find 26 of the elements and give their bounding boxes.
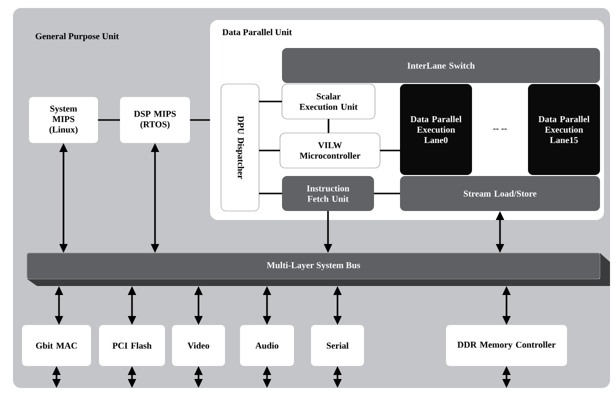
connector-line [259,100,282,102]
unit-box: Instruction Fetch Unit [282,176,374,211]
peripheral-box: PCI Flash [99,325,165,366]
peripheral-box: Audio [240,325,294,366]
bus-bar: Multi-Layer System Bus [26,252,610,286]
connector-line [380,150,400,152]
ellipsis-label: -- -- [493,128,507,130]
connector-line [259,192,282,194]
connector-line [259,150,280,152]
unit-box: Scalar Execution Unit [282,84,376,120]
peripheral-box: Serial [311,325,364,366]
switch-bar: InterLane Switch [282,48,600,83]
connector-line [98,119,120,121]
connector-line [374,192,400,194]
dispatcher-box: DPU Dispatcher [220,84,260,212]
peripheral-box: Gbit MAC [22,325,91,366]
lane-box: Data Parallel Execution Lane0 [400,84,472,175]
peripheral-box: Video [172,325,225,366]
lane-box: Data Parallel Execution Lane15 [528,84,600,175]
load-store-bar: Stream Load/Store [400,176,600,211]
connector-line [190,119,210,121]
unit-box: VILW Microcontroller [280,132,380,168]
peripheral-box: DDR Memory Controller [446,325,567,366]
processor-box: DSP MIPS (RTOS) [120,97,190,143]
connector-line [328,119,330,133]
processor-box: System MIPS (Linux) [29,97,98,143]
